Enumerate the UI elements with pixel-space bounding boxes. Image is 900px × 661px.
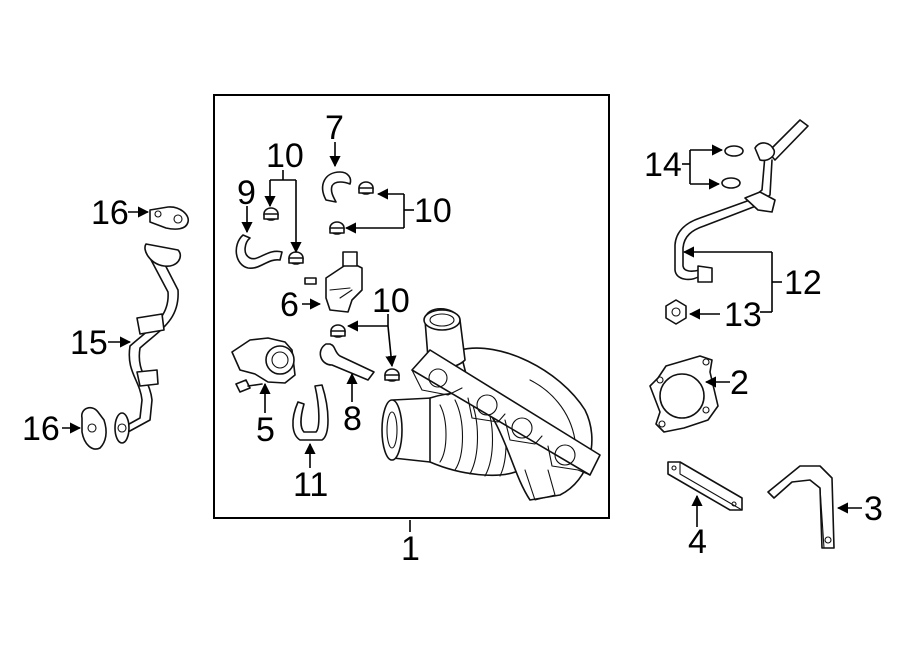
callout-4: 4 [688,523,707,561]
heat-shield-4 [667,461,743,511]
callout-9: 9 [237,174,256,212]
turbocharger-assembly-frame [213,94,610,519]
hose-8 [319,343,375,381]
callout-10-upper-right: 10 [414,192,452,230]
callout-15: 15 [70,324,108,362]
oil-return-line-12 [674,119,809,283]
callout-6: 6 [280,286,299,324]
turbocharger-unit [381,307,601,501]
gasket-2 [649,355,719,433]
callout-12: 12 [784,264,822,302]
callout-16-upper: 16 [91,194,129,232]
hose-9 [235,234,283,269]
leader-lines [62,142,862,532]
callout-10-upper-left: 10 [266,137,304,175]
callout-14: 14 [644,146,682,184]
bracket-3 [767,465,835,549]
callout-2: 2 [730,364,749,402]
callout-16-lower: 16 [22,410,60,448]
seal-14-lower [721,177,741,189]
solenoid-valve-6 [304,251,363,313]
callout-1: 1 [401,530,420,568]
washer-13 [665,299,687,325]
callout-13: 13 [724,296,762,334]
callout-10-middle: 10 [372,282,410,320]
callout-5: 5 [256,411,275,449]
callout-3: 3 [864,490,883,528]
seal-14-upper [724,145,744,157]
callout-11: 11 [293,466,328,504]
clamp-10-set [263,181,400,382]
callout-7: 7 [325,109,344,147]
strap-11 [292,384,329,441]
callout-8: 8 [343,400,362,438]
gasket-16-lower [81,406,107,450]
gasket-16-upper [149,206,190,230]
hose-7 [321,171,352,203]
valve-5 [231,337,296,393]
oil-feed-line-15 [114,243,182,444]
